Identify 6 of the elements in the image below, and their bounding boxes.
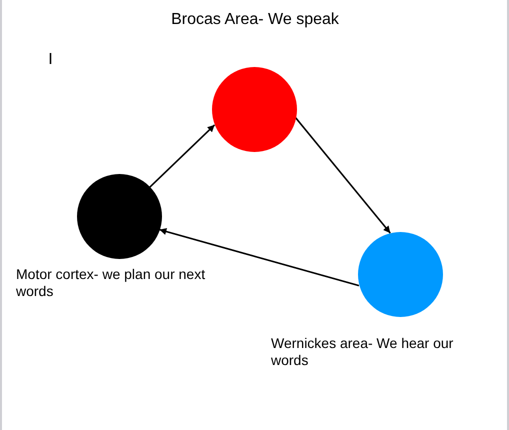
area-label: Brocas Area- We speak bbox=[170, 10, 340, 30]
arrow bbox=[159, 228, 360, 286]
arrow bbox=[294, 117, 391, 234]
arrow bbox=[149, 124, 216, 188]
area-label: Wernickes area- We hear our words bbox=[271, 335, 454, 369]
area-label: Motor cortex- we plan our next words bbox=[16, 266, 206, 300]
